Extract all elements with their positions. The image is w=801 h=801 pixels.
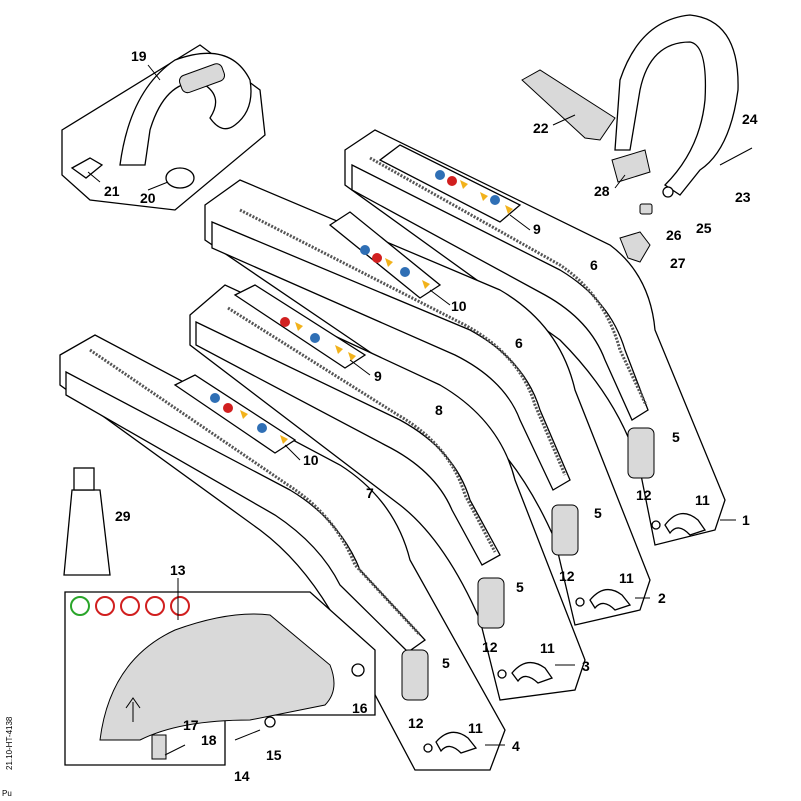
coupling-5a [627,427,655,479]
callout-20: 20 [140,190,156,206]
callout-21: 21 [104,183,120,199]
grease-tube-29 [63,489,111,576]
nut-26 [639,203,653,215]
loop-handle-23 [614,14,739,196]
leader-lines [87,64,736,746]
coupling-5c [477,577,505,629]
screw-12b [575,597,585,607]
callout-28: 28 [594,183,610,199]
shaft-tube-6b [211,221,571,491]
callout-1: 1 [742,512,750,528]
drive-cable-c [227,306,497,553]
callout-3: 3 [582,658,590,674]
handle-barrier-22 [521,69,616,141]
clamp-11b [589,588,632,611]
coupling-5b [551,504,579,556]
callout-10a: 10 [451,298,467,314]
callout-25: 25 [696,220,712,236]
bracket-17 [151,734,167,760]
screw-24 [719,147,753,166]
callout-14: 14 [234,768,250,784]
screw-12c [497,669,507,679]
callout-4: 4 [512,738,520,754]
warning-label-10a [328,211,442,299]
handlebar-grip-zone [178,63,226,94]
callout-11c: 11 [540,640,555,656]
document-code: 21.10-HT-4138 [5,716,14,770]
grease-tube-cap [73,467,95,491]
warning-label-9a [378,144,522,223]
callout-6a: 6 [590,257,598,273]
drive-cable-a [369,156,648,406]
wing-screw-27 [619,231,651,263]
callout-5d: 5 [442,655,450,671]
callout-10b: 10 [303,452,319,468]
callout-12d: 12 [408,715,424,731]
warning-label-9b [233,284,367,369]
screw-18 [164,744,186,756]
screw-12d [423,743,433,753]
sleeve-28 [611,149,651,183]
callout-9b: 9 [374,368,382,384]
handle-screw-21 [70,157,104,179]
callout-18: 18 [201,732,217,748]
screw-14 [234,729,261,741]
callout-6b: 6 [515,335,523,351]
clamp-11d [435,731,478,754]
deflector-arrow [125,697,141,722]
callout-27: 27 [670,255,686,271]
callout-12c: 12 [482,639,498,655]
drive-cable-d [89,348,422,637]
nut-16 [351,663,365,677]
callout-11d: 11 [468,720,483,736]
deflector-pictograms [70,596,190,616]
callout-15: 15 [266,747,282,763]
callout-5a: 5 [672,429,680,445]
clamp-11c [511,661,554,684]
callout-7: 7 [366,485,374,501]
handle-clamp-20 [165,167,195,189]
document-side-tag: Pu [2,789,12,798]
nut-25 [662,186,674,198]
callout-2: 2 [658,590,666,606]
callout-29: 29 [115,508,131,524]
callout-12b: 12 [559,568,575,584]
deflector-13 [99,613,335,741]
warning-label-10b [173,374,297,454]
callout-5b: 5 [594,505,602,521]
coupling-5d [401,649,429,701]
callout-23: 23 [735,189,751,205]
clamp-11a [664,513,707,536]
callout-26: 26 [666,227,682,243]
drive-cable-b [239,208,567,476]
callout-17: 17 [183,717,199,733]
callout-12a: 12 [636,487,652,503]
callout-11a: 11 [695,492,710,508]
callout-24: 24 [742,111,758,127]
callout-9a: 9 [533,221,541,237]
callout-19: 19 [131,48,147,64]
callout-5c: 5 [516,579,524,595]
screw-12a [651,520,661,530]
callout-8: 8 [435,402,443,418]
callout-16: 16 [352,700,368,716]
callout-13: 13 [170,562,186,578]
callout-11b: 11 [619,570,634,586]
callout-22: 22 [533,120,549,136]
washer-15 [264,716,276,728]
